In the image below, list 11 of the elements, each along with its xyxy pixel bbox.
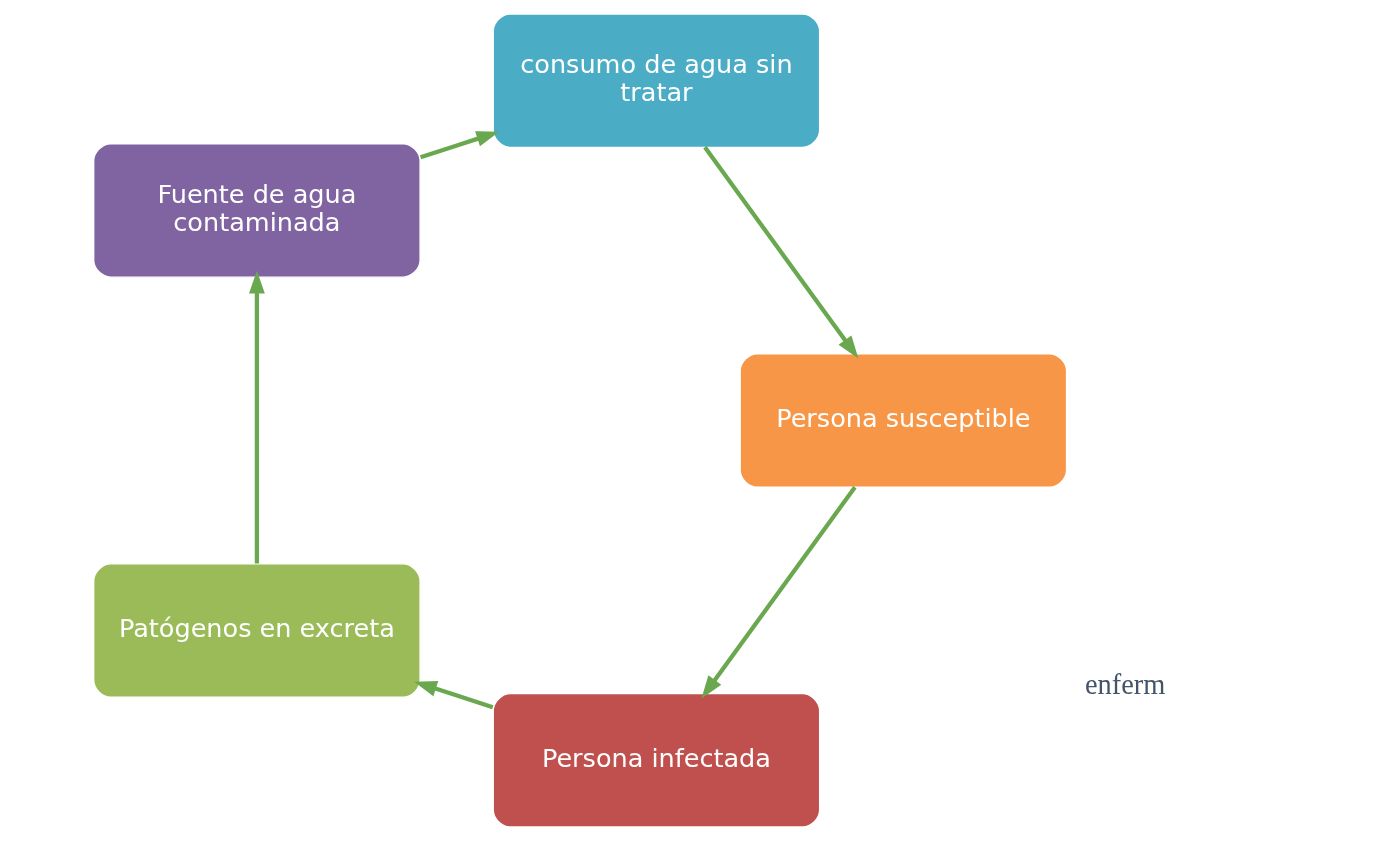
node-box: Fuente de agua contaminada (92, 143, 421, 278)
node-box: Patógenos en excreta (92, 563, 421, 698)
node-box: Persona infectada (492, 692, 820, 828)
arrow (702, 146, 858, 359)
arrow (413, 681, 493, 710)
label: enferm (1084, 669, 1165, 701)
node-box: Persona susceptible (738, 353, 1067, 488)
node-box: consumo de agua sin tratar (492, 13, 820, 149)
arrow (248, 270, 265, 564)
arrow (700, 486, 857, 699)
arrow (419, 131, 499, 160)
